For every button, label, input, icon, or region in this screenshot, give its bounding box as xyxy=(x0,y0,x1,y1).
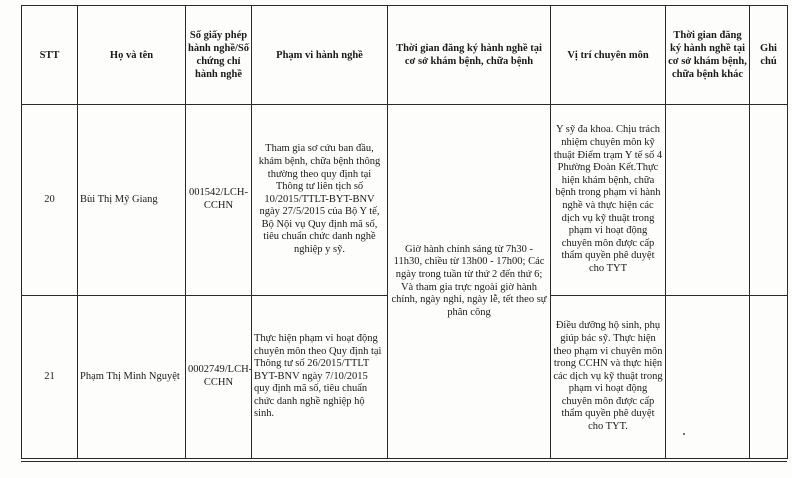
row-position: Y sỹ đa khoa. Chịu trách nhiệm chuyên mô… xyxy=(550,104,666,296)
header-other-time: Thời gian đăng ký hành nghề tại cơ sở kh… xyxy=(665,5,750,105)
page-bottom-rule xyxy=(21,461,787,462)
header-row: STT Họ và tên Số giấy phép hành nghề/Số … xyxy=(21,5,788,105)
row-name: Phạm Thị Minh Nguyệt xyxy=(77,295,186,459)
table-row: 21 Phạm Thị Minh Nguyệt 0002749/LCH-CCHN… xyxy=(21,295,788,459)
row-note xyxy=(749,295,788,459)
row-stt: 20 xyxy=(21,104,78,296)
header-name: Họ và tên xyxy=(77,5,186,105)
row-license: 0002749/LCH-CCHN xyxy=(185,295,252,459)
header-position: Vị trí chuyên môn xyxy=(550,5,666,105)
header-scope: Phạm vi hành nghề xyxy=(251,5,388,105)
row-other-time xyxy=(665,295,750,459)
row-scope: Tham gia sơ cứu ban đầu, khám bệnh, chữa… xyxy=(251,104,388,296)
row-scope: Thực hiện phạm vi hoạt động chuyên môn t… xyxy=(251,295,388,459)
row-stt: 21 xyxy=(21,295,78,459)
scan-speck xyxy=(683,433,685,435)
header-time: Thời gian đăng ký hành nghề tại cơ sở kh… xyxy=(387,5,551,105)
table-row: 20 Bùi Thị Mỹ Giang 001542/LCH-CCHN Tham… xyxy=(21,104,788,459)
practitioner-table: STT Họ và tên Số giấy phép hành nghề/Số … xyxy=(21,5,788,459)
row-name: Bùi Thị Mỹ Giang xyxy=(77,104,186,296)
row-other-time xyxy=(665,104,750,296)
header-license: Số giấy phép hành nghề/Số chứng chỉ hành… xyxy=(185,5,252,105)
row-time-merged: Giờ hành chính sáng từ 7h30 - 11h30, chi… xyxy=(387,104,551,459)
row-license: 001542/LCH-CCHN xyxy=(185,104,252,296)
row-note xyxy=(749,104,788,296)
header-note: Ghi chú xyxy=(749,5,788,105)
row-position: Điều dưỡng hộ sinh, phụ giúp bác sỹ. Thự… xyxy=(550,295,666,459)
header-stt: STT xyxy=(21,5,78,105)
